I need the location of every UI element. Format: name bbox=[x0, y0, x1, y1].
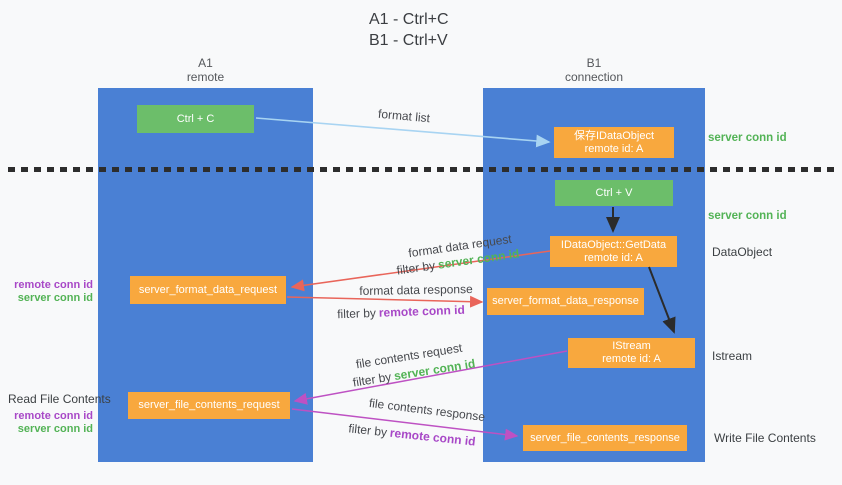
box-ctrl-v: Ctrl + V bbox=[555, 180, 673, 206]
title-line-2: B1 - Ctrl+V bbox=[369, 32, 448, 49]
filter-remote-conn-id: remote conn id bbox=[389, 425, 477, 449]
annotation-server-conn-id-mid: server conn id bbox=[708, 210, 787, 222]
ctrl-v-label: Ctrl + V bbox=[595, 186, 633, 199]
istream-line1: IStream bbox=[612, 340, 651, 352]
box-istream: IStream remote id: A bbox=[568, 338, 695, 368]
box-idataobject-getdata: IDataObject::GetData remote id: A bbox=[550, 236, 677, 267]
label-format-list: format list bbox=[377, 106, 431, 126]
filter-by-text: filter by bbox=[395, 258, 437, 278]
lane-left-subtitle: remote bbox=[186, 70, 225, 84]
format-response-label: server_format_data_response bbox=[492, 295, 639, 307]
lane-right-subtitle: connection bbox=[564, 70, 624, 84]
remote-conn-id-label: remote conn id bbox=[14, 279, 93, 291]
lane-right-name: B1 bbox=[586, 56, 602, 70]
getdata-line1: IDataObject::GetData bbox=[560, 238, 667, 251]
annotation-server-conn-id-top: server conn id bbox=[708, 132, 787, 144]
diagram-title: A1 - Ctrl+C B1 - Ctrl+V bbox=[369, 9, 449, 51]
box-server-format-data-request: server_format_data_request bbox=[130, 276, 286, 304]
title-line-1: A1 - Ctrl+C bbox=[369, 11, 449, 28]
filter-by-text: filter by bbox=[336, 305, 377, 322]
lane-header-remote: A1 remote bbox=[98, 56, 313, 84]
label-file-contents-response: file contents response bbox=[368, 395, 486, 425]
save-idataobject-line1: 保存IDataObject bbox=[573, 129, 655, 142]
dotted-divider bbox=[8, 167, 835, 172]
getdata-line2: remote id: A bbox=[584, 251, 643, 264]
annotation-conn-ids-format: remote conn id server conn id bbox=[10, 279, 93, 305]
istream-line2: remote id: A bbox=[602, 353, 661, 365]
remote-conn-id-label: remote conn id bbox=[14, 410, 93, 422]
annotation-conn-ids-file: remote conn id server conn id bbox=[10, 410, 93, 436]
format-request-label: server_format_data_request bbox=[138, 283, 278, 296]
annotation-dataobject: DataObject bbox=[712, 245, 773, 259]
save-idataobject-line2: remote id: A bbox=[584, 142, 644, 155]
lane-header-connection: B1 connection bbox=[483, 56, 705, 84]
file-request-label: server_file_contents_request bbox=[138, 399, 280, 411]
label-format-data-response: format data response bbox=[359, 282, 473, 298]
filter-by-text: filter by bbox=[347, 421, 388, 440]
box-server-file-contents-response: server_file_contents_response bbox=[523, 425, 687, 451]
box-server-format-data-response: server_format_data_response bbox=[487, 288, 644, 315]
annotation-read-file-contents: Read File Contents bbox=[8, 392, 111, 406]
ctrl-c-label: Ctrl + C bbox=[176, 112, 215, 125]
arrow-format-data-response bbox=[286, 295, 484, 308]
lane-left-name: A1 bbox=[198, 56, 213, 70]
server-conn-id-label: server conn id bbox=[17, 292, 93, 304]
server-conn-id-label: server conn id bbox=[17, 423, 93, 435]
annotation-write-file-contents: Write File Contents bbox=[714, 431, 816, 445]
box-save-idataobject: 保存IDataObject remote id: A bbox=[554, 127, 674, 158]
filter-remote-conn-id: remote conn id bbox=[378, 302, 466, 320]
filter-by-text: filter by bbox=[351, 369, 393, 390]
annotation-istream: Istream bbox=[712, 349, 753, 363]
file-response-label: server_file_contents_response bbox=[530, 431, 680, 444]
box-ctrl-c: Ctrl + C bbox=[137, 105, 254, 133]
box-server-file-contents-request: server_file_contents_request bbox=[128, 392, 290, 419]
